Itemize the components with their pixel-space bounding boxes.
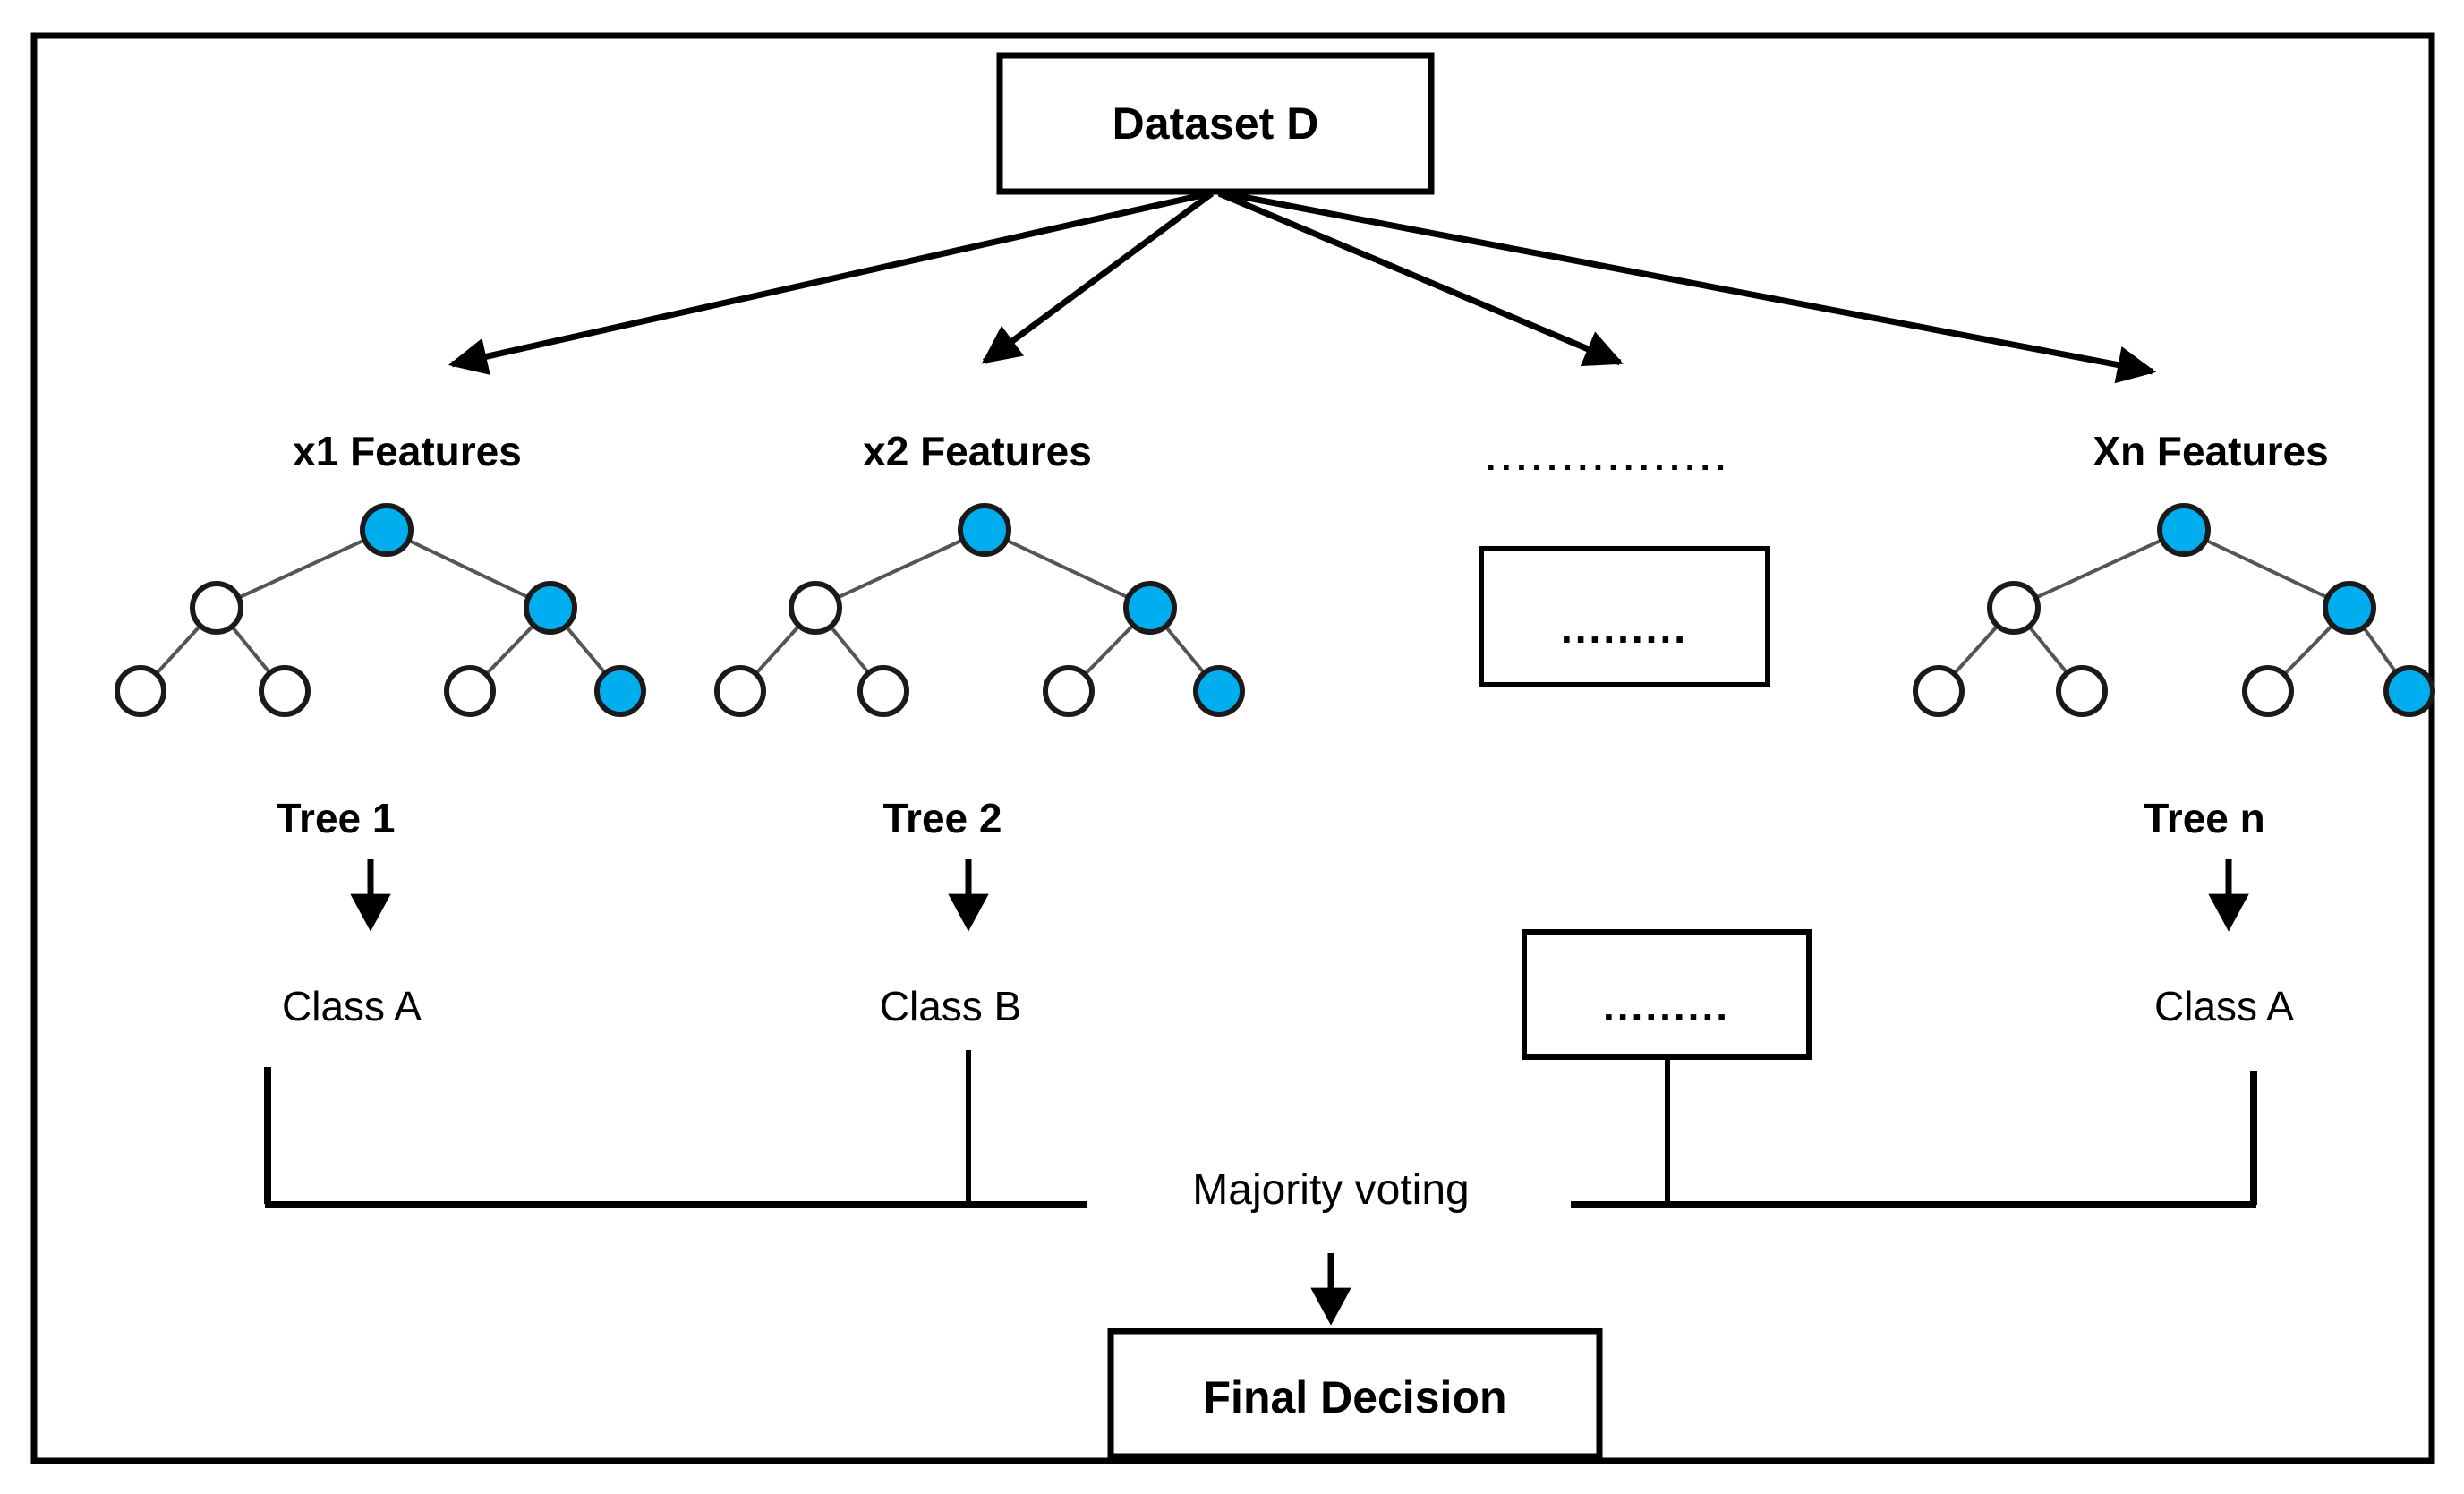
split-arrow-3 — [1217, 190, 1624, 367]
final-decision-box — [1107, 1328, 1603, 1460]
majority-voting-label: Majority voting — [1192, 1166, 1469, 1214]
feature-label-n: Xn Features — [2093, 428, 2328, 474]
feature-label-ellipsis: ................ — [1486, 439, 1731, 478]
split-arrow-1 — [448, 190, 1211, 375]
tree-node-root — [2157, 503, 2211, 557]
tree-node-left — [1987, 581, 2041, 635]
figure-border — [30, 32, 2435, 1464]
tree-node-root — [958, 503, 1011, 557]
class-label-1: Class A — [282, 983, 422, 1029]
class-label-n: Class A — [2154, 983, 2294, 1029]
tree-graphic-1 — [115, 503, 646, 717]
tree-node-right — [2323, 581, 2376, 635]
tree-node-leaf-1 — [1913, 665, 1965, 717]
tree-node-leaf-3 — [1043, 665, 1095, 717]
tree-node-leaf-3 — [2242, 665, 2294, 717]
split-arrow-4 — [1223, 190, 2157, 384]
placeholder-box-upper-label: ......... — [1561, 605, 1688, 652]
feature-label-2: x2 Features — [863, 428, 1092, 474]
tree-node-root — [360, 503, 414, 557]
placeholder-box-lower-label: ......... — [1603, 983, 1730, 1029]
class-label-2: Class B — [880, 983, 1021, 1029]
tree-edge-root-left — [216, 528, 388, 610]
tree-node-leaf-1 — [115, 665, 166, 717]
final-decision-label: Final Decision — [1204, 1372, 1507, 1422]
tree-label-1: Tree 1 — [277, 795, 396, 841]
tree-node-leaf-2 — [2056, 665, 2108, 717]
tree-node-leaf-2 — [857, 665, 909, 717]
split-arrow-2 — [981, 191, 1215, 364]
tree-node-leaf-3 — [444, 665, 496, 717]
tree-edge-root-right — [386, 528, 551, 610]
tree-node-right — [524, 581, 577, 635]
tree-edge-root-left — [2013, 528, 2185, 610]
tree-node-leaf-4 — [1193, 665, 1245, 717]
placeholder-box-upper — [1479, 546, 1770, 687]
tree-label-n: Tree n — [2144, 795, 2265, 841]
tree-node-leaf-4 — [594, 665, 646, 717]
dataset-box-label: Dataset D — [1113, 98, 1319, 149]
tree-node-leaf-1 — [714, 665, 766, 717]
tree-label-2: Tree 2 — [883, 795, 1002, 841]
tree-node-right — [1123, 581, 1177, 635]
dataset-box — [996, 52, 1435, 195]
placeholder-box-lower — [1522, 929, 1812, 1060]
tree-node-leaf-4 — [2383, 665, 2435, 717]
feature-label-1: x1 Features — [293, 428, 522, 474]
tree-node-left — [789, 581, 842, 635]
tree-edge-root-left — [814, 528, 985, 610]
tree-graphic-n — [1913, 503, 2435, 717]
tree-edge-root-right — [984, 528, 1151, 610]
tree-node-left — [190, 581, 243, 635]
tree-node-leaf-2 — [259, 665, 311, 717]
tree-edge-root-right — [2183, 528, 2350, 610]
tree-graphic-2 — [714, 503, 1245, 717]
